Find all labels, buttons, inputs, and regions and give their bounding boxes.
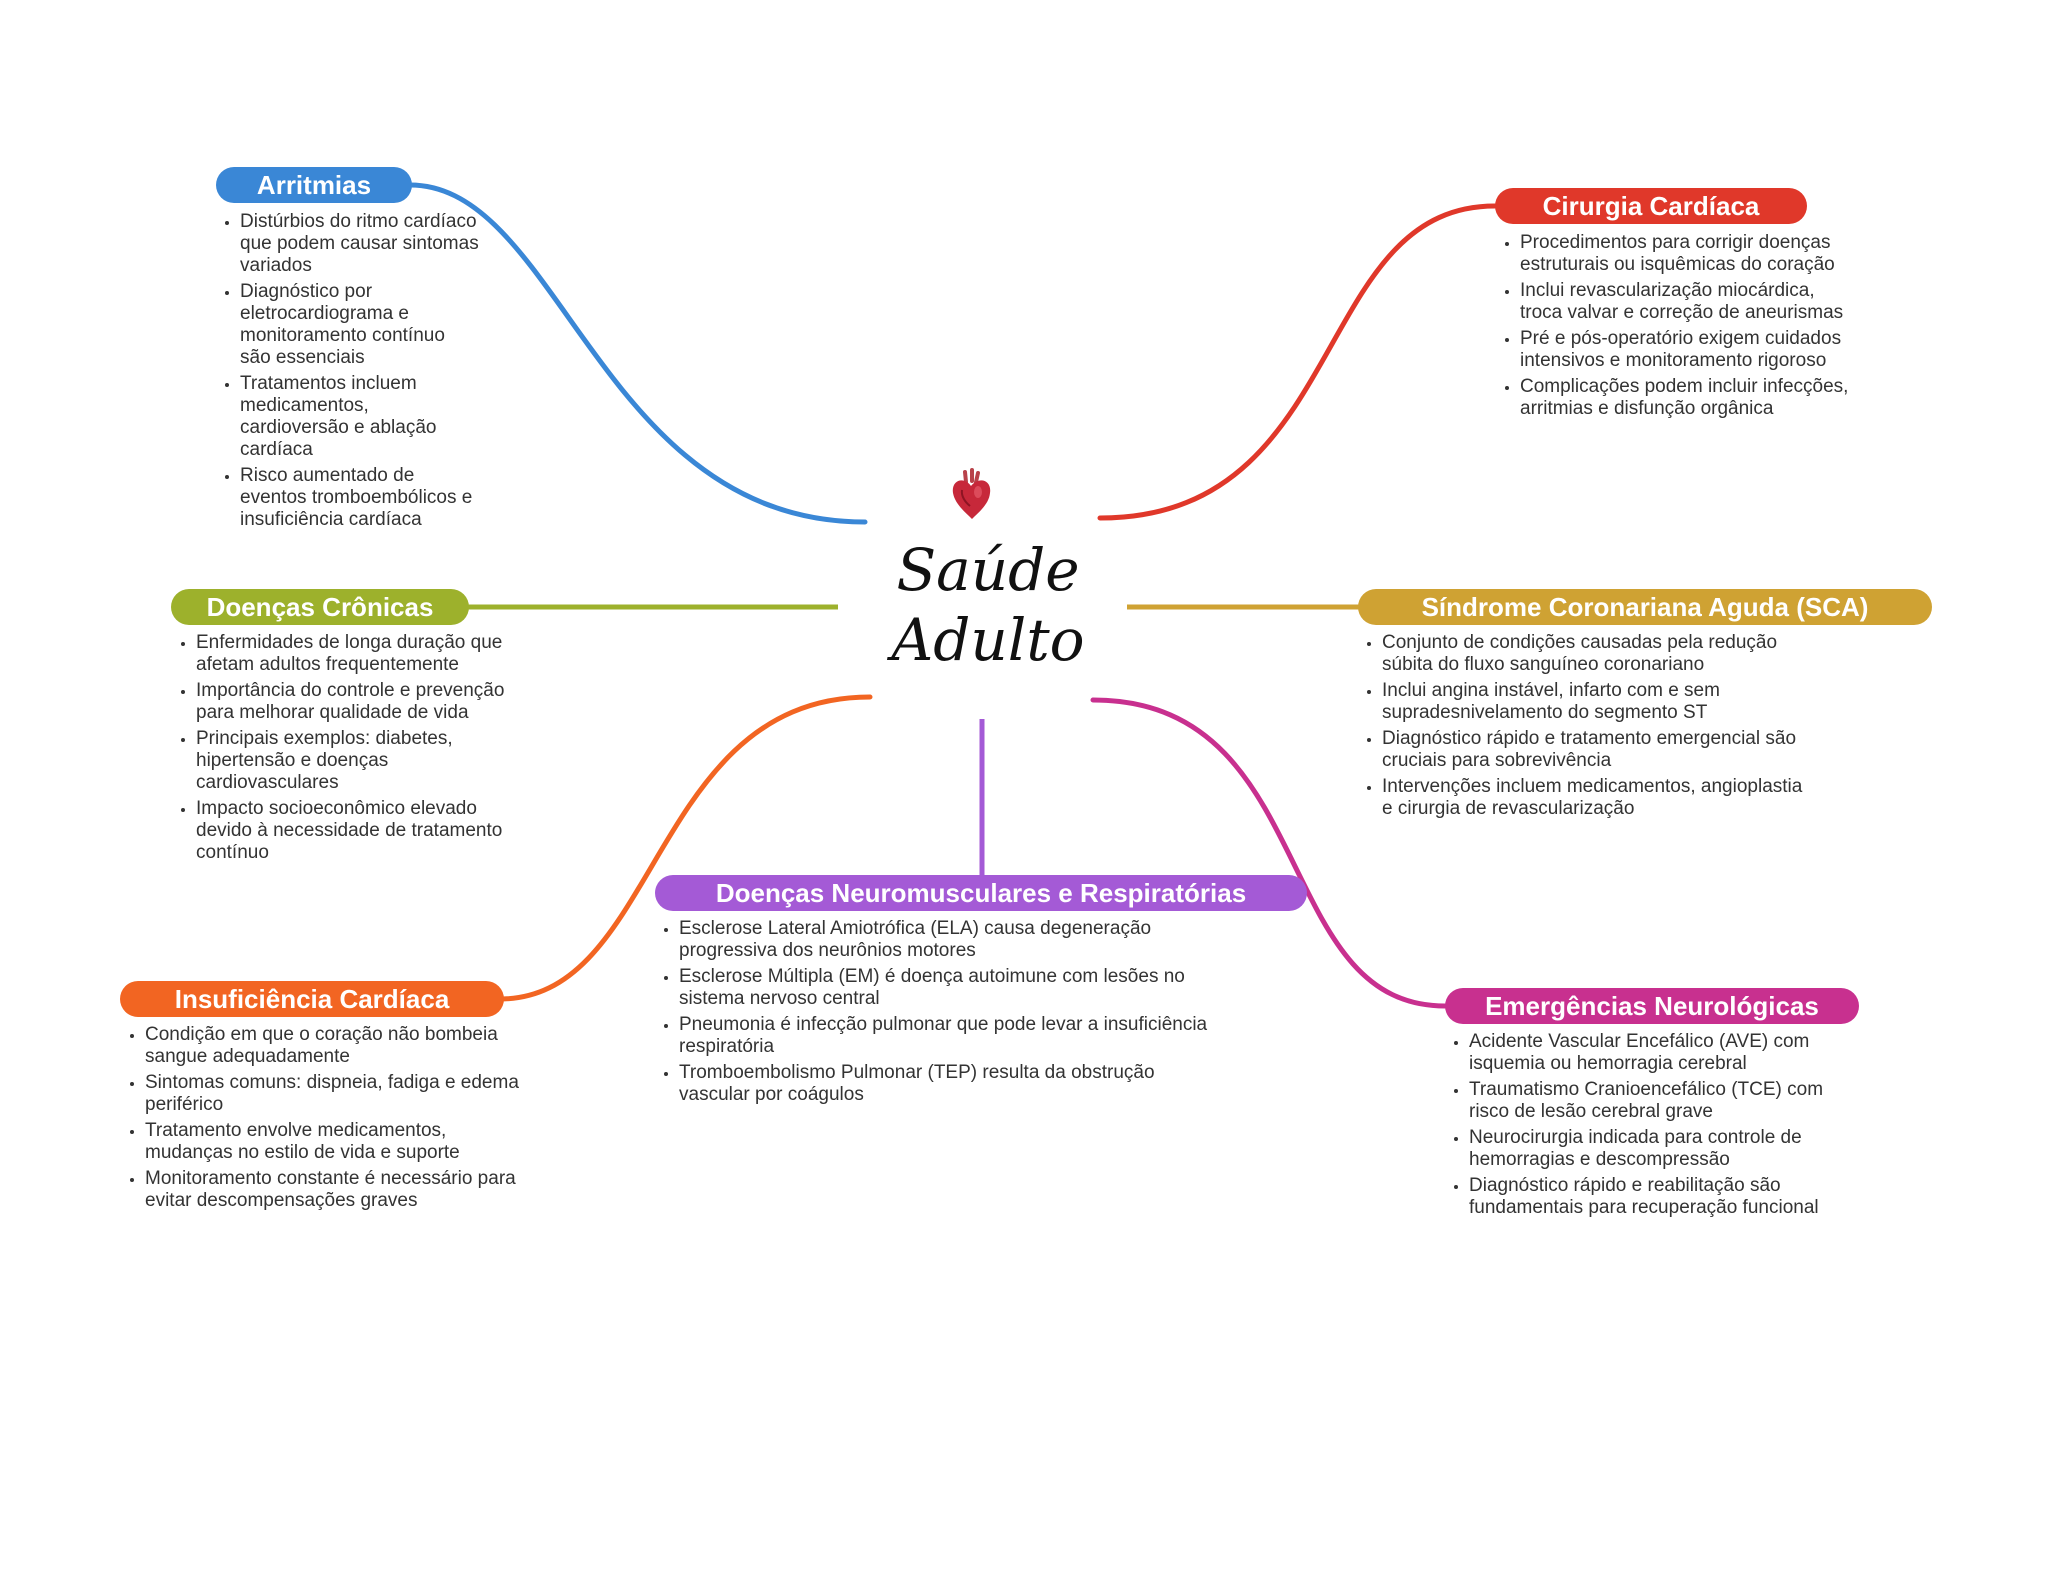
branch-list-insuficiencia: Condição em que o coração não bombeia sa…	[121, 1024, 525, 1216]
branch-title-neurologicas: Emergências Neurológicas	[1445, 988, 1859, 1024]
branch-title-cronicas: Doenças Crônicas	[171, 589, 469, 625]
branch-list-cirurgia: Procedimentos para corrigir doenças estr…	[1496, 232, 1850, 424]
list-item: Diagnóstico rápido e tratamento emergenc…	[1382, 728, 1812, 772]
branch-title-neuromusculares: Doenças Neuromusculares e Respiratórias	[655, 875, 1307, 911]
list-item: Risco aumentado de eventos tromboembólic…	[240, 465, 480, 531]
connector-arritmias	[407, 182, 868, 525]
list-item: Inclui angina instável, infarto com e se…	[1382, 680, 1812, 724]
list-item: Inclui revascularização miocárdica, troc…	[1520, 280, 1850, 324]
branch-list-arritmias: Distúrbios do ritmo cardíaco que podem c…	[216, 211, 480, 535]
list-item: Diagnóstico por eletrocardiograma e moni…	[240, 281, 480, 369]
list-item: Neurocirurgia indicada para controle de …	[1469, 1127, 1859, 1171]
connector-insuficiencia	[497, 694, 873, 1002]
heart-icon	[952, 468, 991, 519]
connector-neurologicas	[1090, 697, 1448, 1009]
list-item: Intervenções incluem medicamentos, angio…	[1382, 776, 1812, 820]
list-item: Esclerose Múltipla (EM) é doença autoimu…	[679, 966, 1219, 1010]
list-item: Acidente Vascular Encefálico (AVE) com i…	[1469, 1031, 1859, 1075]
list-item: Traumatismo Cranioencefálico (TCE) com r…	[1469, 1079, 1859, 1123]
list-item: Pneumonia é infecção pulmonar que pode l…	[679, 1014, 1219, 1058]
list-item: Sintomas comuns: dispneia, fadiga e edem…	[145, 1072, 525, 1116]
list-item: Tromboembolismo Pulmonar (TEP) resulta d…	[679, 1062, 1219, 1106]
list-item: Tratamento envolve medicamentos, mudança…	[145, 1120, 525, 1164]
list-item: Complicações podem incluir infecções, ar…	[1520, 376, 1850, 420]
list-item: Tratamentos incluem medicamentos, cardio…	[240, 373, 480, 461]
list-item: Esclerose Lateral Amiotrófica (ELA) caus…	[679, 918, 1219, 962]
list-item: Conjunto de condições causadas pela redu…	[1382, 632, 1812, 676]
list-item: Enfermidades de longa duração que afetam…	[196, 632, 506, 676]
list-item: Condição em que o coração não bombeia sa…	[145, 1024, 525, 1068]
branch-title-arritmias: Arritmias	[216, 167, 412, 203]
list-item: Monitoramento constante é necessário par…	[145, 1168, 525, 1212]
list-item: Procedimentos para corrigir doenças estr…	[1520, 232, 1850, 276]
branch-list-neurologicas: Acidente Vascular Encefálico (AVE) com i…	[1445, 1031, 1859, 1223]
connector-cirurgia	[1097, 203, 1498, 521]
central-title-line2: Adulto	[891, 606, 1085, 674]
branch-list-sca: Conjunto de condições causadas pela redu…	[1358, 632, 1812, 824]
list-item: Importância do controle e prevenção para…	[196, 680, 506, 724]
list-item: Impacto socioeconômico elevado devido à …	[196, 798, 506, 864]
branch-title-sca: Síndrome Coronariana Aguda (SCA)	[1358, 589, 1932, 625]
branch-title-insuficiencia: Insuficiência Cardíaca	[120, 981, 504, 1017]
branch-list-neuromusculares: Esclerose Lateral Amiotrófica (ELA) caus…	[655, 918, 1219, 1110]
branch-title-cirurgia: Cirurgia Cardíaca	[1495, 188, 1807, 224]
branch-list-cronicas: Enfermidades de longa duração que afetam…	[172, 632, 506, 868]
list-item: Diagnóstico rápido e reabilitação são fu…	[1469, 1175, 1859, 1219]
list-item: Principais exemplos: diabetes, hipertens…	[196, 728, 506, 794]
list-item: Distúrbios do ritmo cardíaco que podem c…	[240, 211, 480, 277]
central-title-line1: Saúde	[896, 536, 1080, 604]
list-item: Pré e pós-operatório exigem cuidados int…	[1520, 328, 1850, 372]
central-title: Saúde Adulto	[878, 535, 1098, 675]
